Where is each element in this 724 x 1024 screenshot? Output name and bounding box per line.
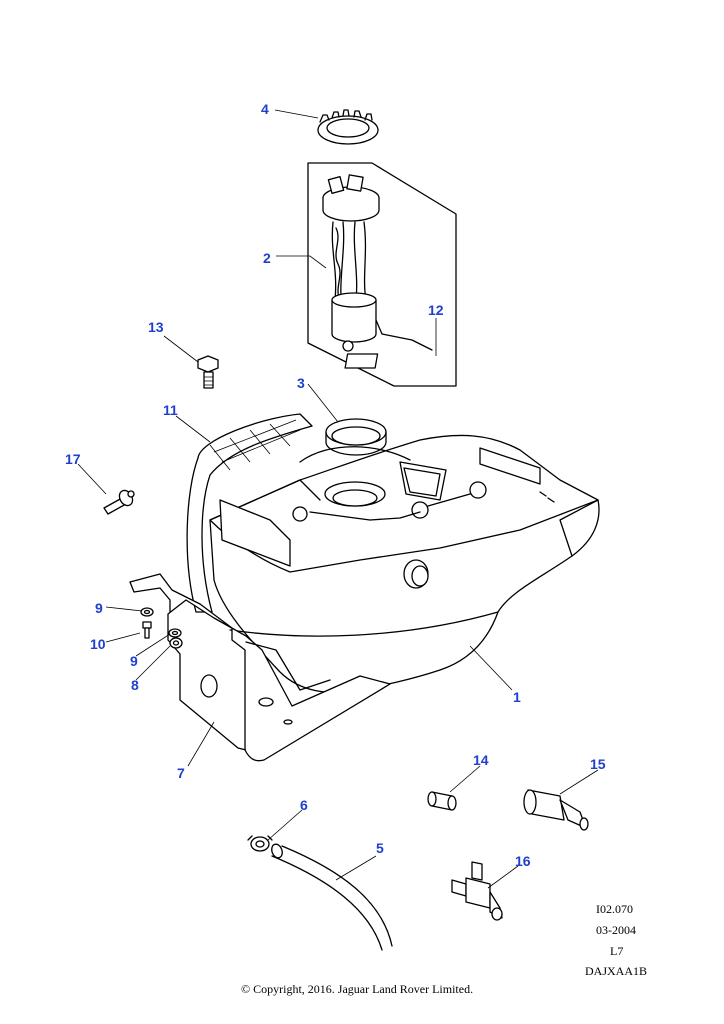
reference-code: I02.070	[596, 902, 633, 916]
callout-6: 6	[300, 797, 308, 813]
callout-2: 2	[263, 250, 271, 266]
fuel-pump-assembly	[307, 162, 457, 387]
callout-10: 10	[90, 636, 106, 652]
callout-14: 14	[473, 752, 489, 768]
callout-3: 3	[297, 375, 305, 391]
heat-shield	[186, 413, 313, 613]
connector-15	[523, 789, 589, 831]
t-piece	[451, 861, 503, 921]
locking-ring	[317, 109, 379, 145]
callout-1: 1	[513, 689, 521, 705]
callout-17: 17	[65, 451, 81, 467]
reference-level: L7	[610, 944, 623, 958]
callout-16: 16	[515, 853, 531, 869]
callout-4: 4	[261, 101, 269, 117]
callout-8: 8	[131, 677, 139, 693]
connector-14	[427, 791, 457, 811]
callout-12: 12	[428, 302, 444, 318]
fuel-tank	[209, 434, 600, 694]
bolt-13	[197, 355, 219, 389]
callout-13: 13	[148, 319, 164, 335]
leader-lines	[77, 109, 599, 889]
callout-9-upper: 9	[95, 600, 103, 616]
tank-seal	[325, 418, 387, 456]
hose	[271, 843, 393, 951]
reference-block: I02.070 03-2004 L7 DAJXAA1B	[585, 902, 647, 978]
copyright-notice: © Copyright, 2016. Jaguar Land Rover Lim…	[241, 982, 473, 996]
reference-date: 03-2004	[596, 923, 636, 937]
callouts: 1 2 3 4 5 6 7 8 9 9 10 11 12 13 14 15 16…	[65, 101, 606, 869]
callout-7: 7	[177, 765, 185, 781]
callout-11: 11	[163, 402, 178, 418]
fixings	[140, 607, 183, 649]
tank-cradle	[129, 573, 391, 762]
callout-5: 5	[376, 840, 384, 856]
reference-group: DAJXAA1B	[585, 964, 647, 978]
hose-clip	[247, 835, 273, 852]
callout-9-lower: 9	[130, 653, 138, 669]
clip-17	[103, 489, 135, 515]
callout-15: 15	[590, 756, 606, 772]
